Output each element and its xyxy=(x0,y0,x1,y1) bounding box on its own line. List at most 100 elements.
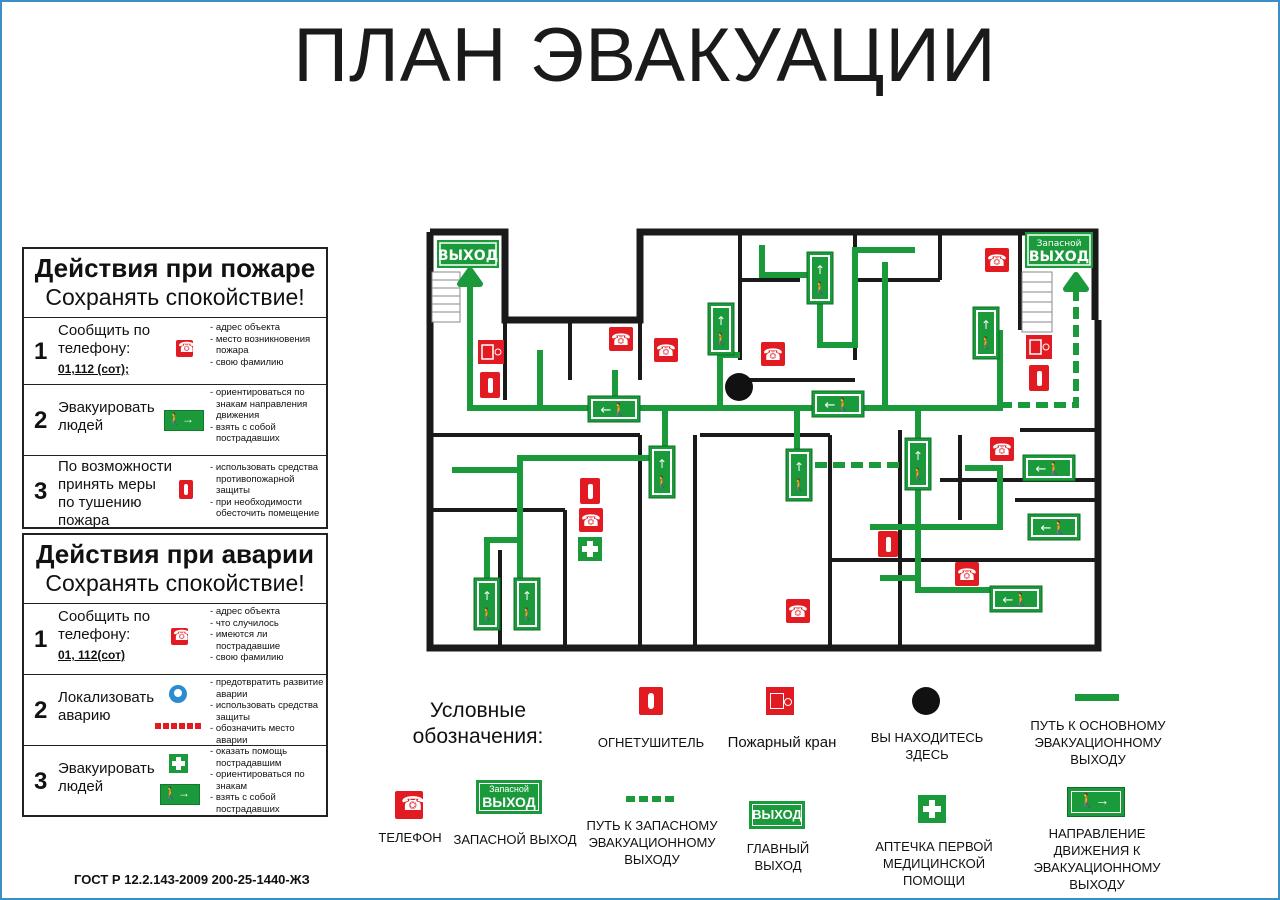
accident-panel-subtitle: Сохранять спокойствие! xyxy=(45,570,305,596)
note: взять с собой пострадавших xyxy=(210,792,324,815)
accident-step-3: 3 Эвакуировать людей оказать помощь пост… xyxy=(24,746,326,816)
step-action: Эвакуировать людей xyxy=(58,760,155,795)
fire-panel-subtitle: Сохранять спокойствие! xyxy=(45,284,305,310)
main-evacuation-route xyxy=(452,245,1003,593)
phone-icon xyxy=(786,599,810,623)
step-number: 2 xyxy=(34,697,48,724)
stairs xyxy=(431,271,1053,333)
note: использовать средства защиты xyxy=(210,700,324,723)
note: обозначить место аварии xyxy=(210,723,324,746)
step-notes: адрес объекта что случилось имеются ли п… xyxy=(210,606,324,664)
direction-sign-icon xyxy=(648,445,676,499)
extinguisher-icon xyxy=(480,372,500,398)
first-aid-icon xyxy=(169,754,188,773)
fire-step-2: 2 Эвакуировать людей ориентироваться по … xyxy=(24,385,326,456)
phone-icon xyxy=(609,327,633,351)
extinguisher-icon xyxy=(580,478,600,504)
emergency-phone: 01,112 (сот); xyxy=(58,362,129,376)
hydrant-icon xyxy=(478,340,504,364)
note: использовать средства противопожарной за… xyxy=(210,462,324,497)
legend-spare-exit-icon: Запасной ВЫХОД xyxy=(476,780,542,814)
accident-marker-icon xyxy=(155,723,201,729)
phone-icon xyxy=(654,338,678,362)
main-exit-sign: ВЫХОД xyxy=(437,240,499,268)
spare-exit-top-text: Запасной xyxy=(1037,239,1082,249)
step-notes: ориентироваться по знакам направления дв… xyxy=(210,387,324,445)
legend-phone-icon: ☎ xyxy=(395,791,425,819)
legend-phone-label: ТЕЛЕФОН xyxy=(378,830,442,845)
spare-exit-bottom-text: ВЫХОД xyxy=(1029,249,1089,265)
direction-sign-icon xyxy=(1022,454,1076,482)
note: имеются ли пострадавшие xyxy=(210,629,324,652)
legend-spare-route-label: ПУТЬ К ЗАПАСНОМУ ЭВАКУАЦИОННОМУ ВЫХОДУ xyxy=(586,818,718,867)
direction-sign-icon xyxy=(785,448,813,502)
accident-step-2: 2 Локализовать аварию предотвратить разв… xyxy=(24,675,326,746)
page-title: ПЛАН ЭВАКУАЦИИ xyxy=(293,13,997,98)
first-aid-icon xyxy=(578,537,602,561)
fire-step-3: 3 По возможности принять меры по тушению… xyxy=(24,456,326,529)
emergency-phone: 01, 112(сот) xyxy=(58,648,125,662)
exit-direction-icon xyxy=(160,784,200,805)
you-are-here-marker xyxy=(725,373,753,401)
hydrant-icon xyxy=(1026,335,1052,359)
phone-icon xyxy=(985,248,1009,272)
legend-main-exit-icon: ВЫХОД xyxy=(749,801,805,829)
note: предотвратить развитие аварии xyxy=(210,677,324,700)
step-number: 3 xyxy=(34,768,48,795)
step-action: Сообщить по телефону: xyxy=(58,608,151,643)
note: адрес объекта xyxy=(210,606,324,618)
direction-sign-icon xyxy=(989,585,1043,613)
legend-hydrant-label: Пожарный кран xyxy=(727,734,837,751)
step-text: Сообщить по телефону: 01, 112(сот) xyxy=(58,608,178,664)
note: ориентироваться по знакам xyxy=(210,769,324,792)
note: ориентироваться по знакам направления дв… xyxy=(210,387,324,422)
legend-you-are-here-icon xyxy=(912,687,940,715)
phone-icon xyxy=(955,562,979,586)
step-notes: оказать помощь пострадавшим ориентироват… xyxy=(210,746,324,815)
step-action: Сообщить по телефону: xyxy=(58,322,151,357)
phone-icon xyxy=(176,339,195,357)
main-exit-text: ВЫХОД xyxy=(438,248,498,264)
step-action: Локализовать аварию xyxy=(58,689,155,724)
step-number: 1 xyxy=(34,338,48,365)
step-notes: предотвратить развитие аварии использова… xyxy=(210,677,324,746)
direction-sign-icon xyxy=(513,577,541,631)
phone-icon xyxy=(579,508,603,532)
phone-icon xyxy=(171,627,190,645)
note: адрес объекта xyxy=(210,322,324,334)
step-action: Эвакуировать людей xyxy=(58,399,155,434)
direction-sign-icon xyxy=(904,437,932,491)
legend-spare-exit-bottom: ВЫХОД xyxy=(482,794,536,810)
extinguisher-icon xyxy=(878,531,898,557)
legend-title: Условные обозначения: xyxy=(412,699,544,748)
note: свою фамилию xyxy=(210,652,324,664)
fire-step-1: 1 Сообщить по телефону: 01,112 (сот); ад… xyxy=(24,318,326,385)
spare-evacuation-route xyxy=(815,290,1079,468)
step-number: 2 xyxy=(34,407,48,434)
step-number: 3 xyxy=(34,478,48,505)
mask-icon xyxy=(169,685,187,703)
spare-exit-sign: Запасной ВЫХОД xyxy=(1025,232,1093,268)
accident-step-1: 1 Сообщить по телефону: 01, 112(сот) адр… xyxy=(24,604,326,675)
legend-main-route-icon xyxy=(1075,694,1119,701)
direction-sign-icon xyxy=(707,302,735,356)
legend-extinguisher-icon xyxy=(639,687,663,715)
floor-plan: ☎ ←🚶 ↑🚶 xyxy=(426,228,1102,652)
legend-direction-label: НАПРАВЛЕНИЕ ДВИЖЕНИЯ К ЭВАКУАЦИОННОМУ ВЫ… xyxy=(1033,826,1161,892)
direction-sign-icon xyxy=(1027,513,1081,541)
step-notes: использовать средства противопожарной за… xyxy=(210,462,324,520)
fire-actions-panel: Действия при пожаре Сохранять спокойстви… xyxy=(22,247,328,529)
legend-main-exit-sign-text: ВЫХОД xyxy=(752,807,802,822)
gost-code: ГОСТ Р 12.2.143-2009 200-25-1440-ЖЗ xyxy=(74,872,310,887)
direction-sign-icon xyxy=(587,395,641,423)
legend-spare-exit-top: Запасной xyxy=(489,784,529,794)
extinguisher-icon xyxy=(179,480,193,499)
accident-panel-header: Действия при аварии Сохранять спокойстви… xyxy=(24,535,326,604)
legend-main-exit-label: ГЛАВНЫЙ ВЫХОД xyxy=(746,841,810,873)
fire-panel-header: Действия при пожаре Сохранять спокойстви… xyxy=(24,249,326,318)
exit-direction-icon xyxy=(164,410,204,431)
legend-extinguisher-label: ОГНЕТУШИТЕЛЬ xyxy=(597,735,705,750)
inner-walls xyxy=(430,232,1095,648)
note: свою фамилию xyxy=(210,357,324,369)
